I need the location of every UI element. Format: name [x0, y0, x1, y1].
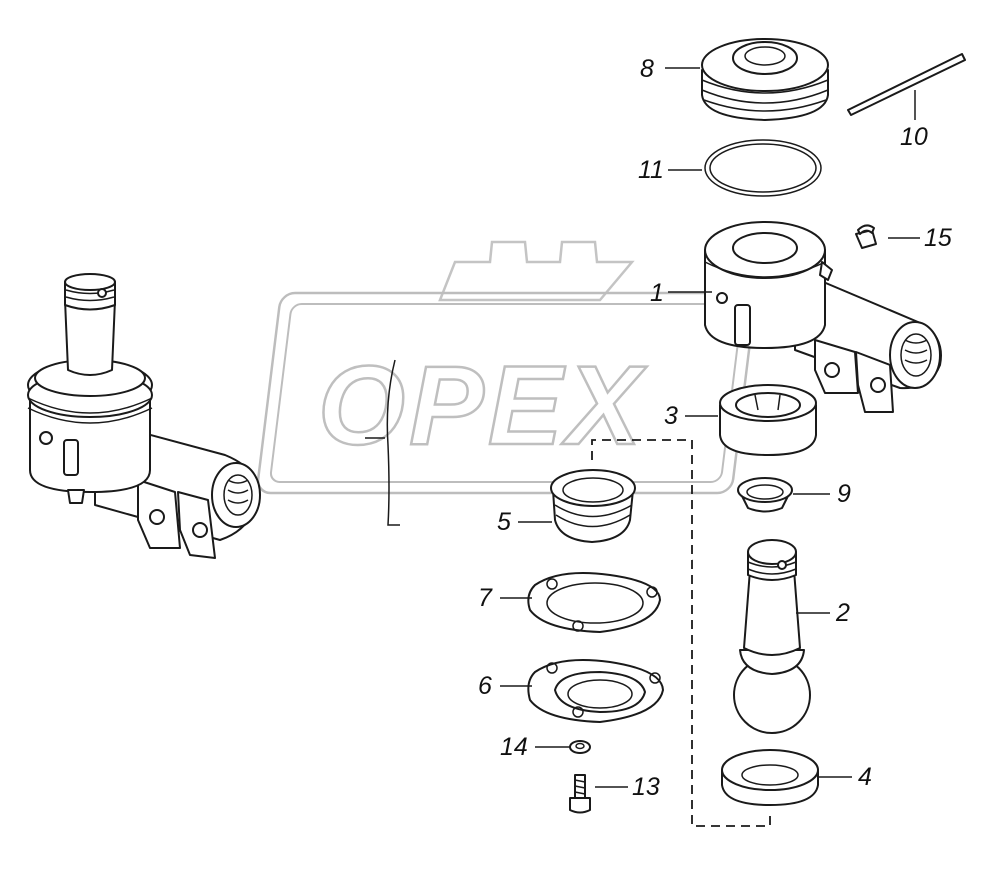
part-14-washer	[569, 740, 591, 754]
callout-11: 11	[638, 156, 664, 184]
assembled-tie-rod-end	[27, 273, 261, 559]
watermark-gear	[438, 240, 635, 302]
part-9-small-seal	[737, 477, 793, 513]
leader-lines	[500, 67, 920, 788]
callout-15: 15	[924, 224, 952, 252]
part-6-cover-plate	[527, 659, 664, 723]
callout-5: 5	[497, 508, 511, 536]
part-11-retaining-ring	[704, 139, 822, 197]
callout-14: 14	[500, 733, 528, 761]
callout-13: 13	[632, 773, 660, 801]
watermark-text: OPEX	[318, 343, 648, 468]
callout-3: 3	[664, 402, 678, 430]
part-5-boot	[550, 469, 636, 543]
callout-7: 7	[478, 584, 493, 612]
callout-1: 1	[650, 279, 664, 307]
callout-6: 6	[478, 672, 492, 700]
callout-9: 9	[837, 480, 851, 508]
part-2-ball-stud	[733, 539, 811, 734]
part-1-housing	[704, 221, 942, 413]
callout-4: 4	[858, 763, 872, 791]
part-8-cover	[701, 38, 829, 121]
callouts: 8 10 11 15 1 3 9 5 2 7 6 14 13 4	[478, 55, 952, 801]
part-3-liner	[719, 384, 817, 456]
callout-2: 2	[835, 599, 850, 627]
part-7-gasket	[527, 572, 661, 633]
callout-8: 8	[640, 55, 654, 83]
part-10-cotter-pin	[847, 53, 966, 116]
assembly-lines	[365, 359, 771, 827]
watermark: OPEX	[256, 240, 756, 495]
part-13-bolt	[569, 774, 591, 814]
callout-10: 10	[900, 123, 928, 151]
part-15-grease-fitting	[855, 224, 877, 249]
part-4-bearing	[721, 749, 819, 806]
